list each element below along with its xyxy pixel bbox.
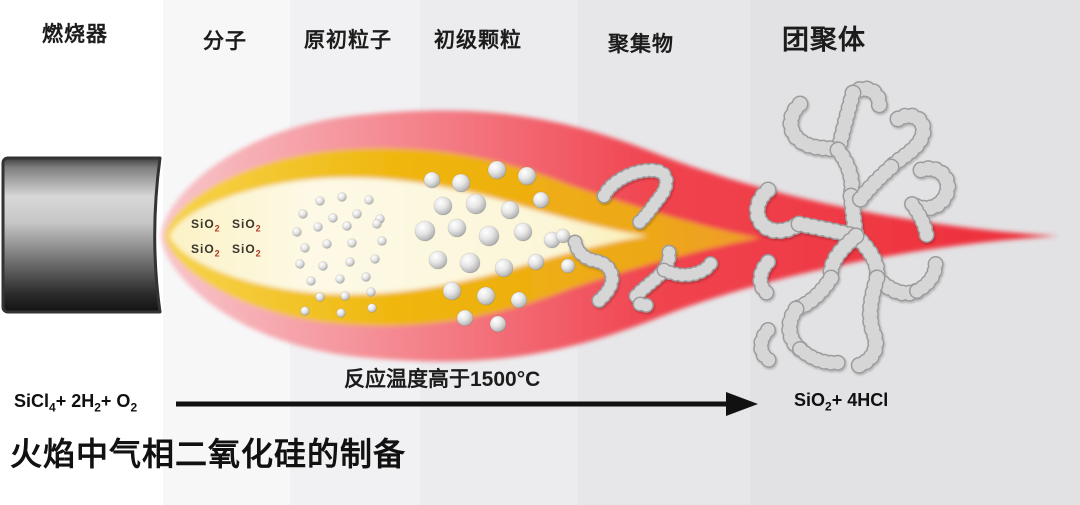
reactants-formula: SiCl4+ 2H2+ O2	[14, 391, 138, 415]
bead-chain	[793, 342, 850, 370]
particle-sphere	[377, 236, 387, 246]
particle-sphere	[489, 315, 507, 333]
label-primary-particle: 原初粒子	[304, 29, 392, 52]
particle-sphere	[487, 160, 507, 180]
particle-sphere	[347, 238, 357, 248]
bead-chain	[753, 255, 777, 302]
particle-sphere	[500, 200, 520, 220]
particle-sphere	[340, 291, 350, 301]
bead-chain	[850, 271, 884, 373]
particle-sphere	[414, 220, 436, 242]
particle-sphere	[295, 259, 305, 269]
particle-sphere	[433, 196, 453, 216]
particle-sphere	[315, 196, 325, 206]
particle-sphere	[345, 257, 355, 267]
particle-sphere	[364, 195, 374, 205]
particle-sphere	[361, 272, 371, 282]
particle-sphere	[513, 222, 533, 242]
particle-sphere	[335, 274, 345, 284]
particle-sphere	[532, 191, 550, 209]
label-agglomerate: 团聚体	[782, 25, 866, 55]
flame-sio2-label: SiO2	[232, 242, 261, 259]
particle-sphere	[300, 306, 310, 316]
particle-sphere	[560, 258, 576, 274]
particle-sphere	[328, 213, 338, 223]
particle-sphere	[478, 225, 500, 247]
flame-sio2-label: SiO2	[232, 217, 261, 234]
flame-sio2-label: SiO2	[191, 217, 220, 234]
particle-sphere	[527, 253, 545, 271]
bead-chain	[598, 164, 673, 231]
flame-sio2-label: SiO2	[191, 242, 220, 259]
particle-sphere	[510, 291, 528, 309]
particle-sphere	[372, 219, 382, 229]
particle-sphere	[459, 252, 481, 274]
particle-sphere	[494, 258, 514, 278]
particle-sphere	[476, 286, 496, 306]
reaction-arrow	[176, 392, 758, 416]
bead-chain	[634, 298, 656, 312]
particle-sphere	[447, 218, 467, 238]
particle-sphere	[300, 243, 310, 253]
reaction-temperature-note: 反应温度高于1500°C	[344, 368, 541, 391]
particle-sphere	[367, 303, 377, 313]
particle-sphere	[465, 193, 487, 215]
particle-sphere	[306, 276, 316, 286]
label-primary-granule: 初级颗粒	[434, 29, 522, 52]
particle-sphere	[517, 166, 537, 186]
particle-sphere	[423, 171, 441, 189]
particle-sphere	[451, 173, 471, 193]
bead-chain	[783, 97, 845, 157]
burner	[1, 156, 162, 314]
particle-sphere	[370, 254, 380, 264]
particle-sphere	[292, 227, 302, 237]
bead-chain	[754, 323, 780, 369]
particle-sphere	[442, 281, 462, 301]
particle-sphere	[352, 209, 362, 219]
primary-granule-spheres	[414, 160, 576, 333]
bead-chain	[910, 251, 943, 298]
bead-chain	[852, 160, 898, 208]
flame-inner-cream	[170, 177, 648, 295]
particle-sphere	[315, 292, 325, 302]
particle-sphere	[555, 228, 571, 244]
aggregate-chains	[567, 80, 957, 375]
bead-chain	[905, 197, 934, 245]
bead-chain	[832, 86, 860, 155]
bead-chain	[884, 108, 931, 174]
particle-sphere	[336, 308, 346, 318]
bead-chain	[658, 252, 719, 281]
label-burner: 燃烧器	[42, 23, 108, 46]
label-molecule: 分子	[203, 30, 247, 53]
bead-chain	[750, 183, 806, 238]
bead-chain	[569, 236, 619, 310]
primary-particle-dots	[292, 192, 387, 318]
particle-sphere	[337, 192, 347, 202]
products-formula: SiO2+ 4HCl	[794, 390, 889, 414]
particle-sphere	[456, 309, 474, 327]
label-aggregate: 聚集物	[608, 33, 674, 56]
particle-sphere	[342, 221, 352, 231]
particle-sphere	[428, 250, 448, 270]
particle-sphere	[318, 261, 328, 271]
particle-sphere	[322, 239, 332, 249]
particle-sphere	[313, 222, 323, 232]
particle-sphere	[298, 209, 308, 219]
particle-sphere	[366, 287, 376, 297]
diagram-title: 火焰中气相二氧化硅的制备	[10, 436, 407, 472]
